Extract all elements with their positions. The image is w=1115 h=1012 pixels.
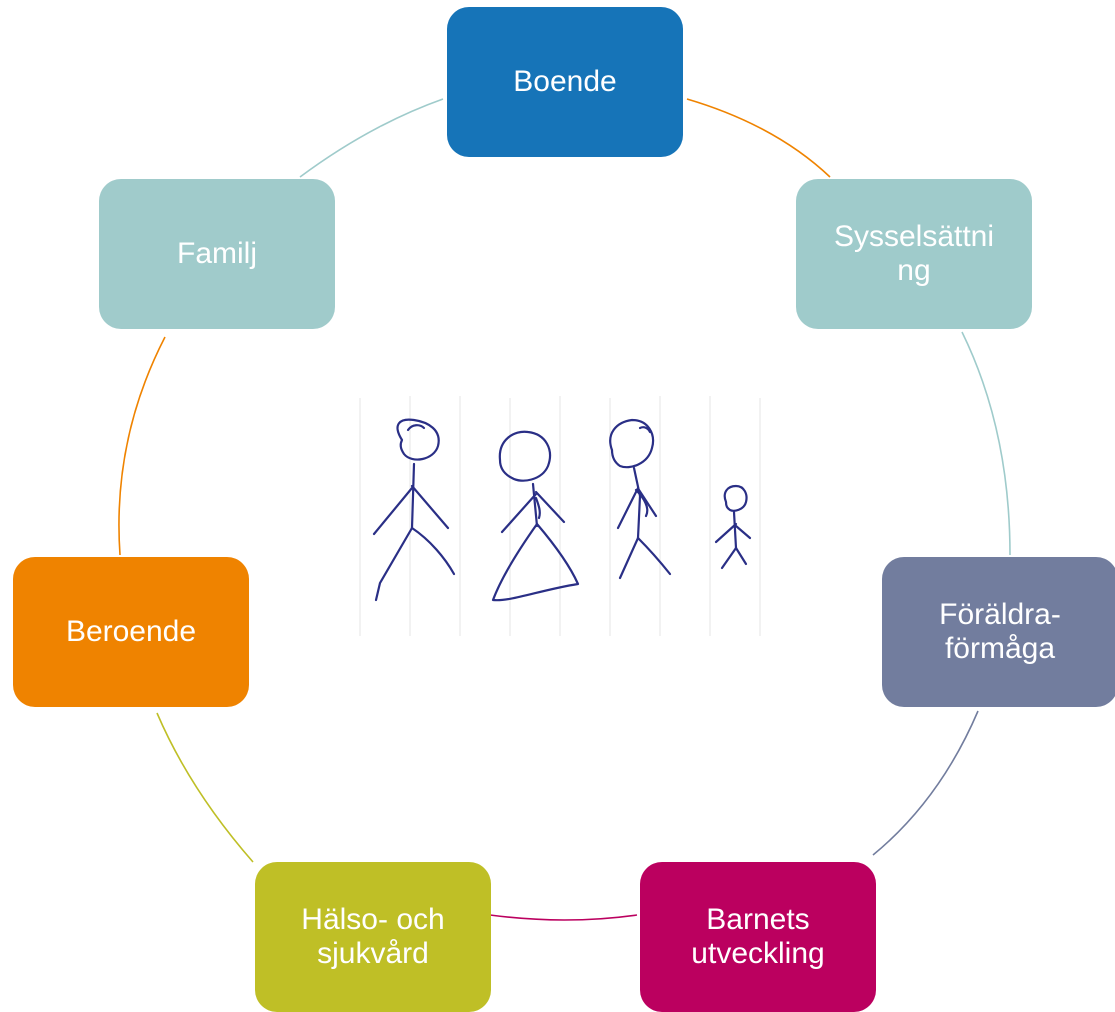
connector-syssel-foralder [961,331,1011,556]
node-beroende: Beroende [13,557,249,707]
stick-figure-child [714,484,752,570]
node-halso-och-sjukvard: Hälso- och sjukvård [255,862,491,1012]
family-stick-figures-icon [359,396,761,636]
connector-halso-beroende [156,712,254,863]
node-boende: Boende [447,7,683,157]
node-boende-label: Boende [513,65,617,99]
node-barnets-utveckling-label: Barnets utveckling [691,903,825,970]
node-familj: Familj [99,179,335,329]
stick-figure-3 [609,418,672,580]
node-sysselsattning: Sysselsättni ng [796,179,1032,329]
connector-barnets-halso [489,914,638,921]
node-beroende-label: Beroende [65,615,197,649]
stick-figure-1 [372,418,456,602]
stick-figure-2 [491,430,580,602]
node-barnets-utveckling: Barnets utveckling [640,862,876,1012]
node-sysselsattning-label: Sysselsättni ng [833,220,995,287]
connector-boende-syssel [686,98,831,178]
connector-familj-boende [299,98,444,178]
node-halso-och-sjukvard-label: Hälso- och sjukvård [301,903,445,970]
node-foraldraformaga: Föräldra- förmåga [882,557,1115,707]
connector-foralder-barnets [872,710,979,856]
node-familj-label: Familj [177,237,257,271]
node-foraldraformaga-label: Föräldra- förmåga [939,598,1061,665]
connector-beroende-familj [118,336,166,556]
